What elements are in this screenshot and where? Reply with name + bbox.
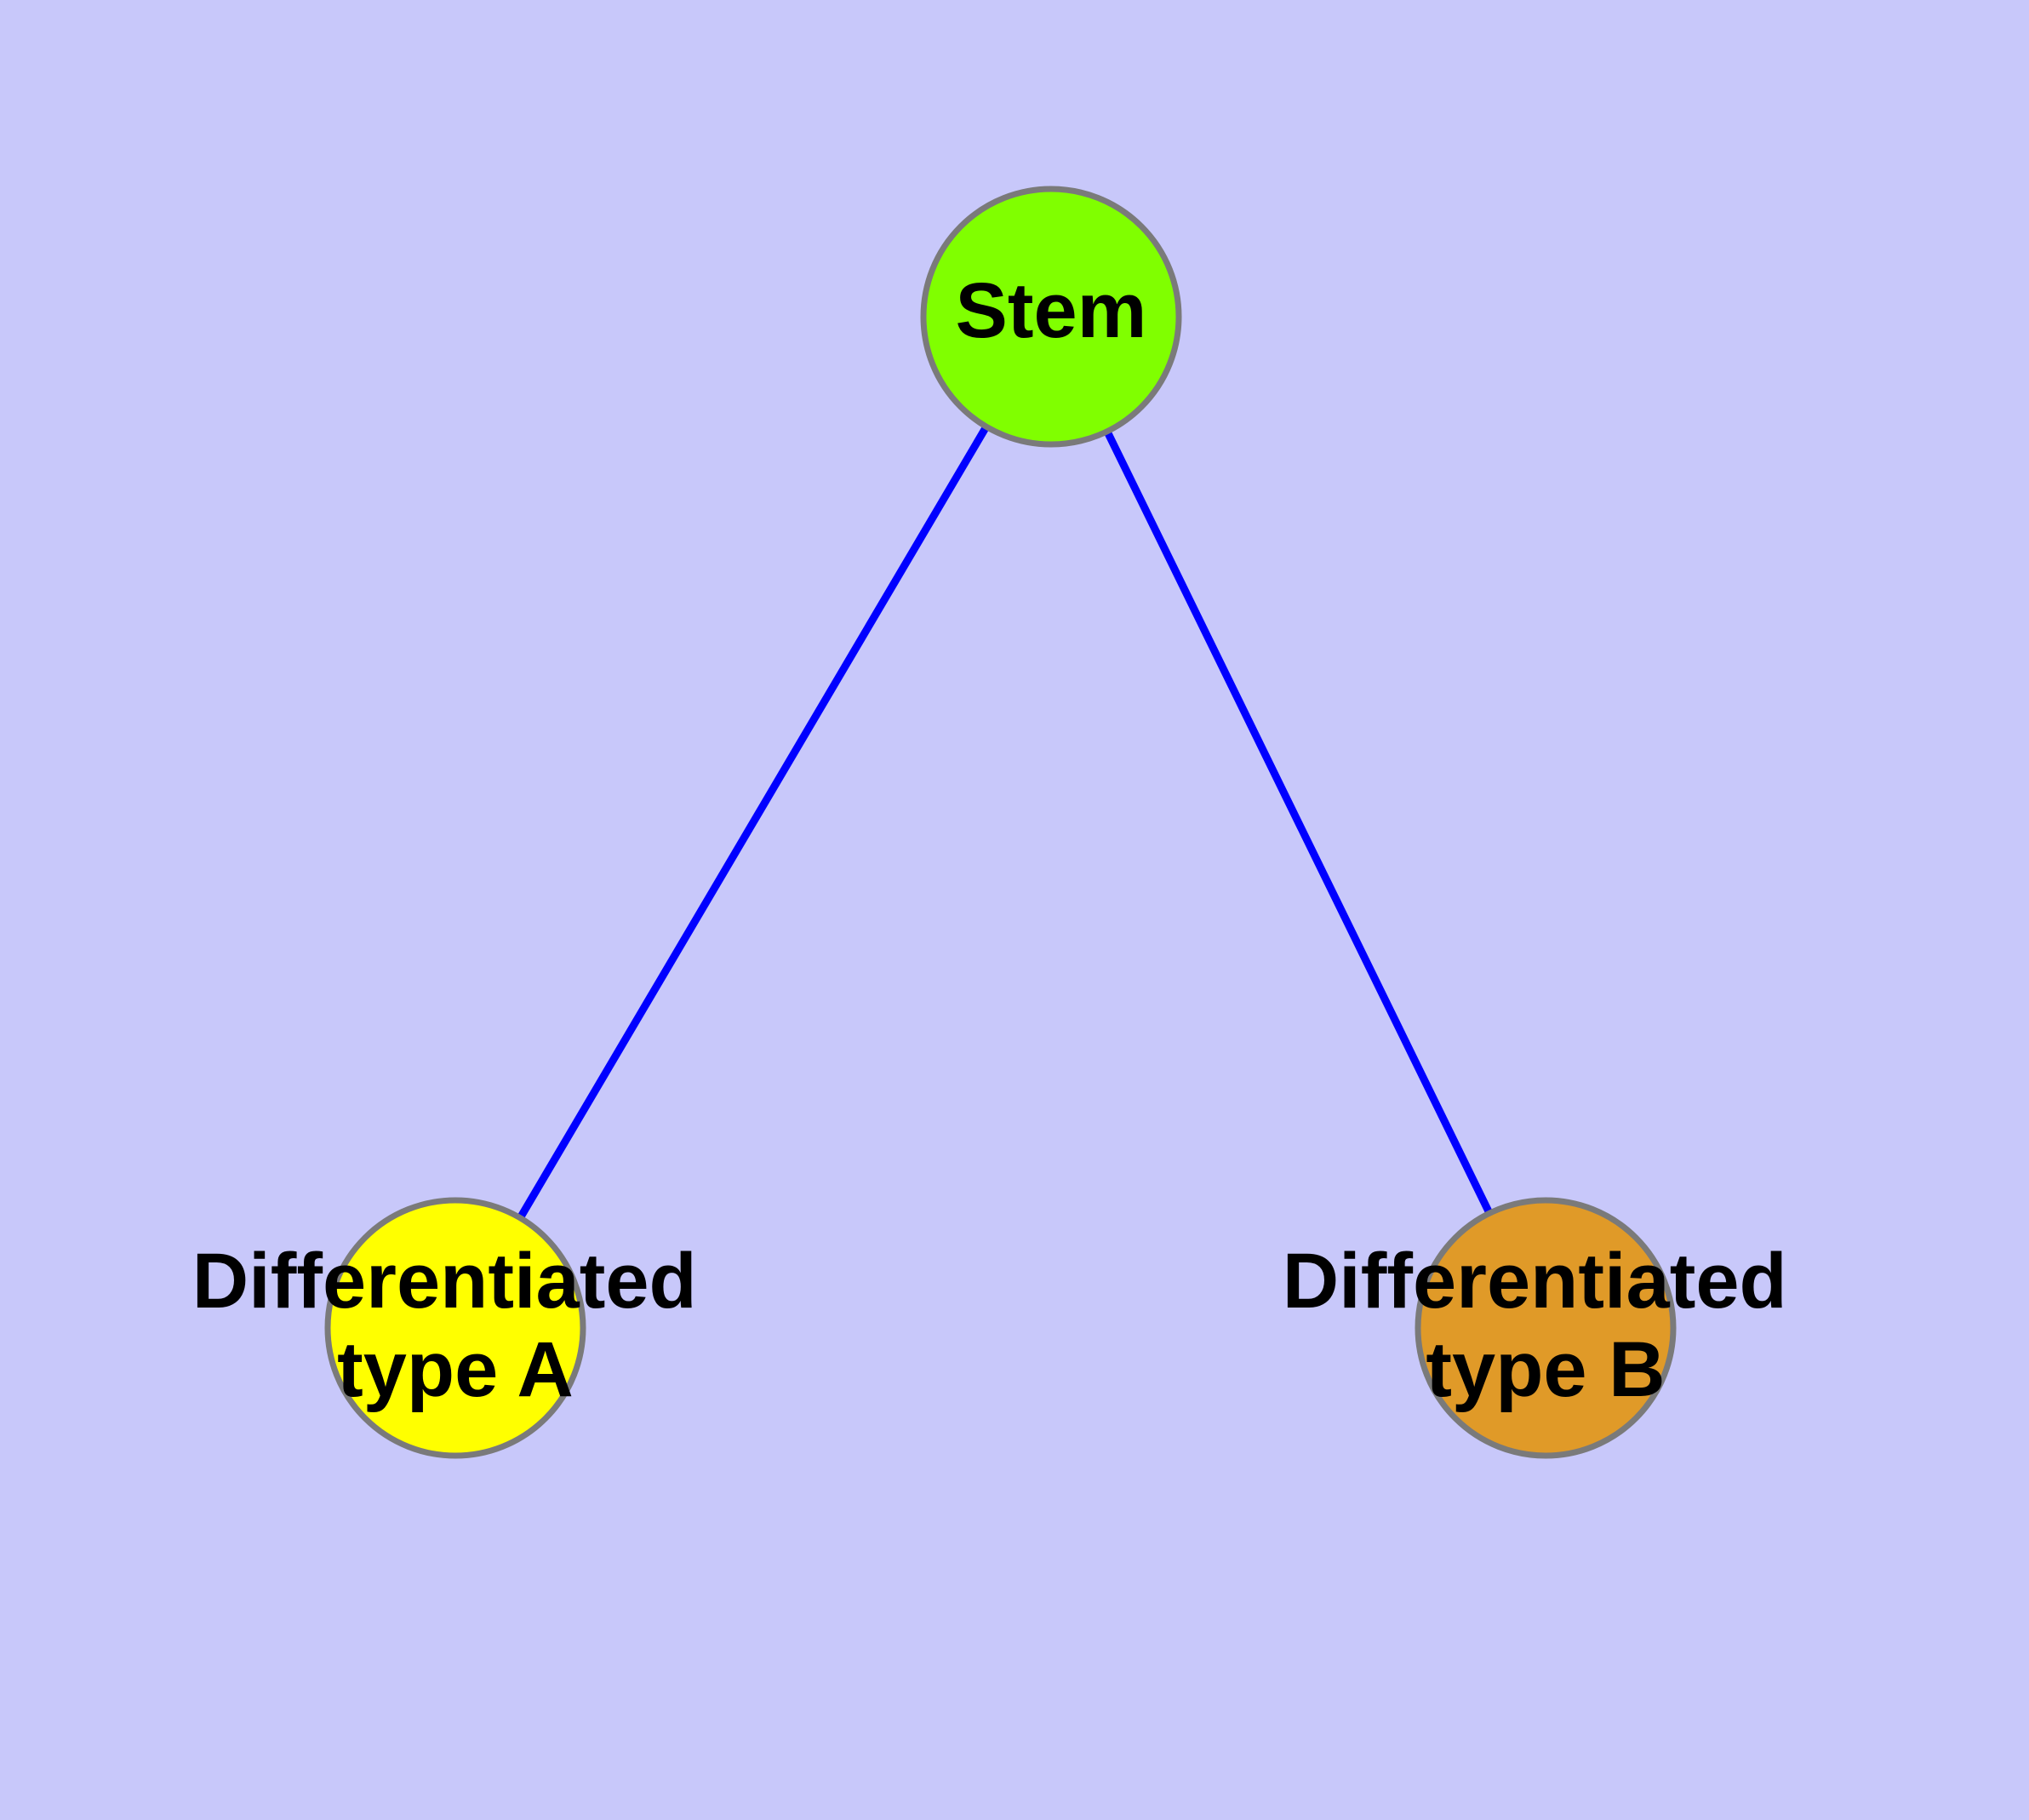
edge-layer [452,314,1550,1331]
node-label-differentiated-type-b: Differentiated type B [1283,1238,1809,1413]
node-label-differentiated-type-b-line-2: type B [1426,1326,1665,1413]
edge-stem-to-differentiated-type-b[interactable] [1047,315,1550,1330]
node-label-stem-line-1: Stem [956,267,1147,354]
label-layer: Stem Differentiated type A Differentiate… [192,267,1809,1413]
node-differentiated-type-b[interactable] [1415,1197,1677,1459]
node-stem[interactable] [920,186,1182,448]
edge-stem-to-differentiated-type-a[interactable] [452,314,1055,1331]
node-label-differentiated-type-a-line-1: Differentiated [192,1238,697,1325]
node-label-differentiated-type-a-line-2: type A [337,1326,574,1413]
node-differentiated-type-a[interactable] [324,1197,586,1459]
node-label-differentiated-type-a: Differentiated type A [192,1238,719,1413]
node-layer [324,186,1677,1459]
node-label-differentiated-type-b-line-1: Differentiated [1283,1238,1787,1325]
node-label-stem: Stem [956,267,1147,354]
